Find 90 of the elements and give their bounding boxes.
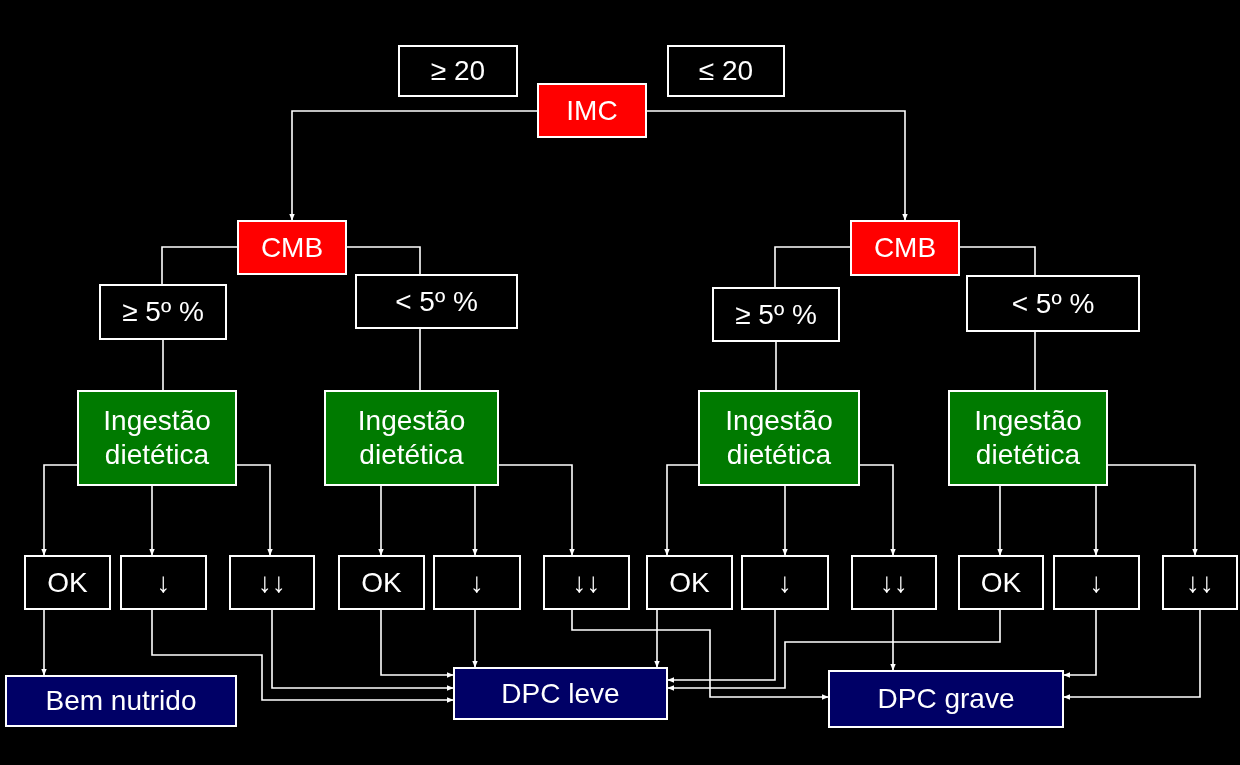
criterion-box xyxy=(712,287,840,342)
measure-box xyxy=(237,220,347,275)
arrow xyxy=(378,485,384,556)
level-box xyxy=(1053,555,1140,610)
arrow xyxy=(151,609,454,703)
arrow xyxy=(997,485,1003,556)
outcome-box xyxy=(453,667,668,720)
node-text: ≤ 20 xyxy=(698,54,754,88)
level-box xyxy=(433,555,521,610)
node-text: DPC leve xyxy=(501,676,620,711)
connector-line xyxy=(775,341,777,391)
level-box xyxy=(338,555,425,610)
level-box xyxy=(120,555,207,610)
arrow xyxy=(289,110,538,221)
connector-line xyxy=(774,246,851,288)
arrow xyxy=(571,609,829,700)
criterion-box xyxy=(99,284,227,340)
node-text: Ingestão dietética xyxy=(356,404,467,472)
node-text: ↓ xyxy=(778,565,792,600)
arrow xyxy=(41,464,78,556)
node-text: CMB xyxy=(873,231,937,265)
connector-line xyxy=(162,339,164,391)
connector-line xyxy=(346,246,421,275)
node-text: ≥ 20 xyxy=(430,54,486,88)
arrow xyxy=(664,464,699,556)
connector-line xyxy=(161,246,238,285)
node-text: OK xyxy=(669,565,710,600)
connector-line xyxy=(959,246,1036,276)
node-text: ↓ xyxy=(470,565,484,600)
node-text: ↓↓ xyxy=(880,565,908,600)
arrow xyxy=(654,609,660,668)
level-box xyxy=(24,555,111,610)
arrow xyxy=(1107,464,1198,556)
node-text: OK xyxy=(47,565,88,600)
arrow xyxy=(472,609,478,668)
arrow xyxy=(472,485,478,556)
node-text: Ingestão dietética xyxy=(724,404,834,472)
intake-box xyxy=(948,390,1108,486)
arrow xyxy=(667,609,1001,691)
arrow xyxy=(498,464,575,556)
node-text: Ingestão dietética xyxy=(102,404,212,472)
node-text: ↓↓ xyxy=(1186,565,1214,600)
node-text: < 5º % xyxy=(1011,286,1095,321)
criterion-box xyxy=(966,275,1140,332)
arrow xyxy=(1063,609,1201,700)
measure-box xyxy=(537,83,647,138)
arrow xyxy=(1063,609,1097,678)
arrow xyxy=(646,110,908,221)
arrow xyxy=(380,609,454,678)
level-box xyxy=(851,555,937,610)
node-text: Bem nutrido xyxy=(45,684,197,718)
outcome-box xyxy=(5,675,237,727)
arrow xyxy=(236,464,273,556)
level-box xyxy=(229,555,315,610)
arrow xyxy=(1093,485,1099,556)
arrow xyxy=(149,485,155,556)
node-text: DPC grave xyxy=(877,682,1015,716)
level-box xyxy=(958,555,1044,610)
node-text: ↓ xyxy=(156,565,171,600)
arrow xyxy=(271,609,454,691)
arrow xyxy=(890,609,896,671)
node-text: ≥ 5º % xyxy=(735,297,817,332)
level-box xyxy=(741,555,829,610)
node-text: ↓↓ xyxy=(258,565,286,600)
node-text: ↓↓ xyxy=(572,565,601,600)
node-text: OK xyxy=(980,565,1022,600)
connector-line xyxy=(1034,331,1036,391)
criterion-box xyxy=(398,45,518,97)
measure-box xyxy=(850,220,960,276)
level-box xyxy=(646,555,733,610)
level-box xyxy=(1162,555,1238,610)
node-text: ↓ xyxy=(1089,565,1104,600)
outcome-box xyxy=(828,670,1064,728)
arrow xyxy=(859,464,896,556)
node-text: OK xyxy=(361,565,402,600)
intake-box xyxy=(698,390,860,486)
criterion-box xyxy=(355,274,518,329)
arrow xyxy=(782,485,788,556)
arrow xyxy=(667,609,776,683)
node-text: ≥ 5º % xyxy=(122,295,204,329)
node-text: Ingestão dietética xyxy=(973,404,1083,472)
node-text: CMB xyxy=(260,230,324,265)
arrow xyxy=(41,609,47,676)
connector-line xyxy=(419,328,421,391)
criterion-box xyxy=(667,45,785,97)
node-text: IMC xyxy=(566,93,618,128)
intake-box xyxy=(77,390,237,486)
node-text: < 5º % xyxy=(395,284,478,319)
intake-box xyxy=(324,390,499,486)
level-box xyxy=(543,555,630,610)
